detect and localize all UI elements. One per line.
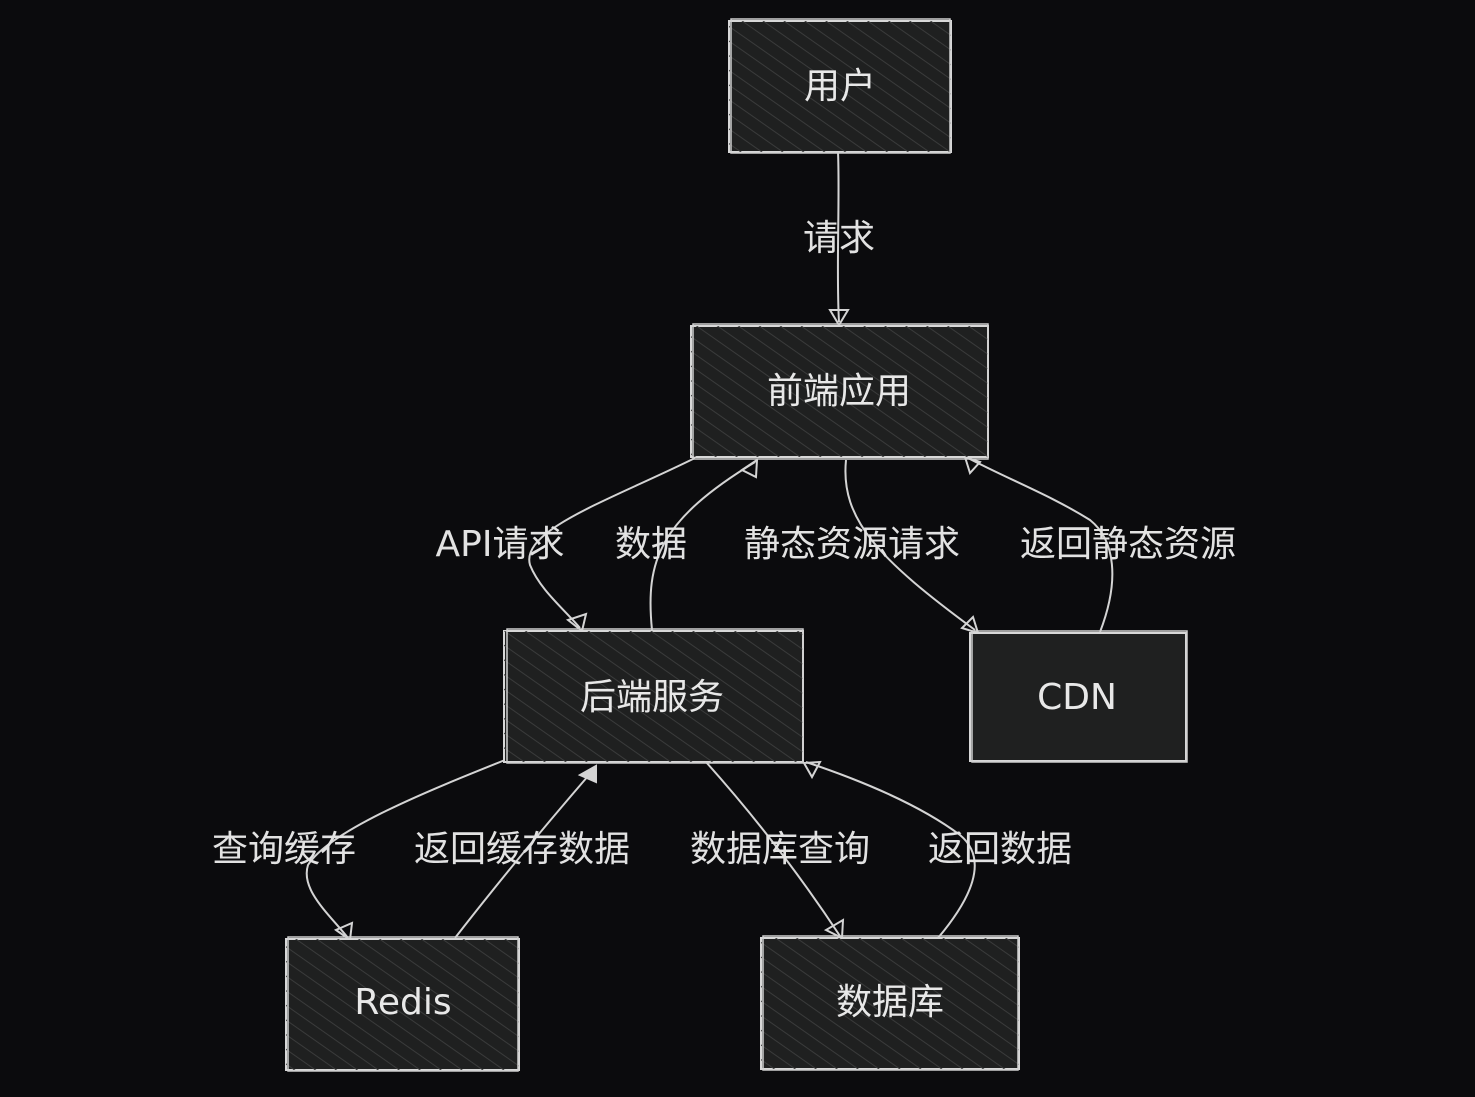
edge-backend-to-frontend — [649, 461, 756, 631]
arrowhead-cdn-top — [960, 615, 980, 635]
edge-label-db-query: 数据库查询 — [690, 829, 870, 870]
edge-labels: 请求 API请求 数据 静态资源请求 返回静态资源 查询缓存 返回缓存数据 数据… — [212, 218, 1236, 870]
edge-label-return-cache: 返回缓存数据 — [414, 829, 630, 870]
node-frontend[interactable]: 前端应用 — [690, 323, 989, 460]
edge-database-to-backend — [805, 761, 976, 939]
arrowhead-redis-top — [333, 921, 354, 942]
arrowhead-backend-bottom-right — [802, 760, 822, 780]
edge-frontend-to-cdn — [844, 459, 976, 631]
edge-label-return-static: 返回静态资源 — [1020, 524, 1236, 565]
node-redis[interactable]: Redis — [285, 936, 520, 1072]
edge-label-data: 数据 — [615, 524, 687, 565]
edge-redis-to-backend — [454, 767, 596, 939]
node-backend[interactable]: 后端服务 — [503, 628, 804, 764]
node-user[interactable]: 用户 — [728, 18, 952, 154]
node-user-label: 用户 — [804, 66, 876, 107]
edge-label-query-cache: 查询缓存 — [212, 829, 356, 870]
edge-cdn-to-frontend — [967, 457, 1114, 633]
node-cdn[interactable]: CDN — [969, 630, 1188, 763]
edge-backend-to-redis — [305, 759, 506, 939]
node-frontend-label: 前端应用 — [767, 371, 911, 412]
node-cdn-label: CDN — [1037, 677, 1117, 718]
edge-backend-to-database — [705, 761, 841, 937]
edge-label-api-request: API请求 — [436, 524, 565, 565]
edge-label-return-data: 返回数据 — [928, 829, 1072, 870]
arrowhead-database-top — [823, 918, 845, 940]
node-database[interactable]: 数据库 — [760, 935, 1020, 1071]
edges — [305, 151, 1114, 942]
node-backend-label: 后端服务 — [580, 677, 724, 718]
node-database-label: 数据库 — [836, 982, 944, 1023]
arrowhead-frontend-top — [828, 309, 850, 327]
arrowhead-backend-bottom-left — [577, 764, 597, 784]
edge-label-request: 请求 — [803, 218, 875, 259]
arrowhead-frontend-bottom-left — [740, 458, 759, 479]
arrowhead-backend-top-left — [565, 612, 588, 633]
edge-user-to-frontend — [836, 151, 840, 323]
edge-label-static-request: 静态资源请求 — [744, 524, 960, 565]
edge-frontend-to-backend — [528, 457, 696, 629]
node-redis-label: Redis — [354, 982, 451, 1023]
